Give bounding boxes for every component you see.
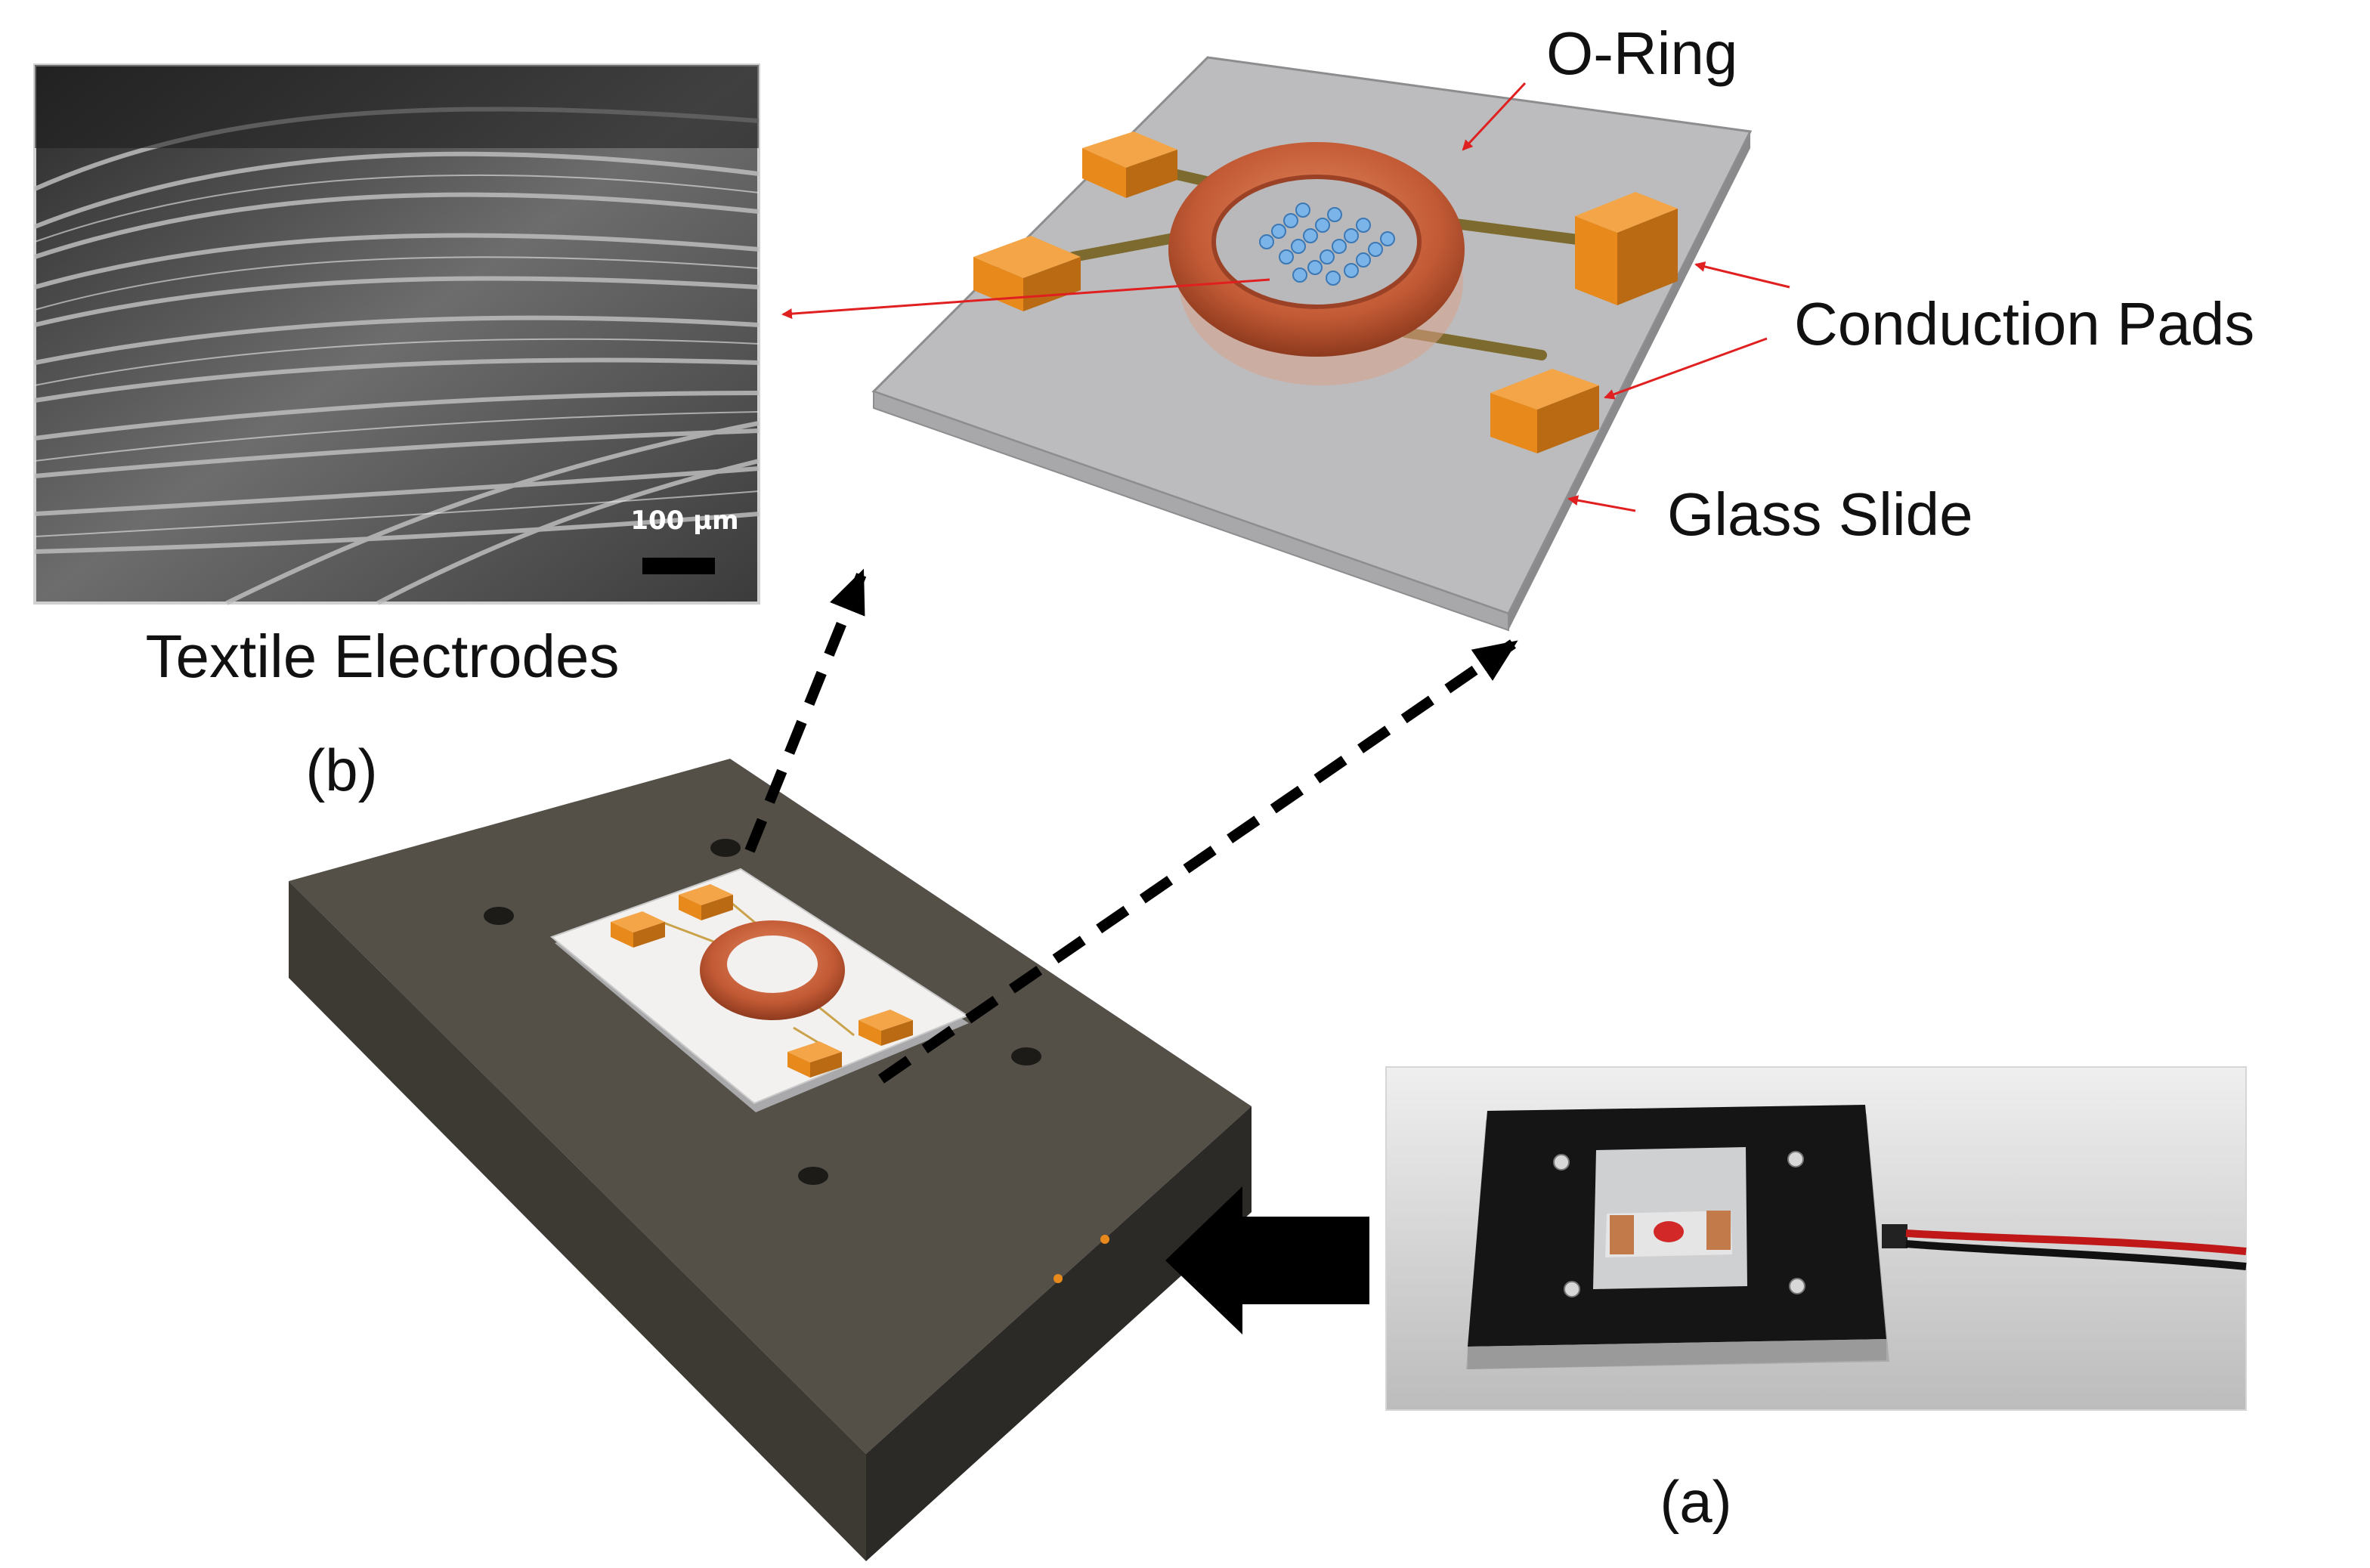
pad-top-left-back — [1082, 131, 1177, 198]
photo-screws — [1553, 1151, 1805, 1297]
textile-electrodes-label: Textile Electrodes — [146, 623, 620, 690]
glass-slide-label: Glass Slide — [1667, 481, 1973, 548]
panel-a-label: (a) — [1660, 1468, 1731, 1535]
red-arrows — [781, 82, 1790, 512]
fiber-strands — [33, 107, 760, 605]
big-arrow — [1165, 1186, 1369, 1335]
inset-o-ring — [700, 920, 845, 1020]
conduction-pads-exploded — [973, 131, 1678, 453]
side-connectors — [1054, 1235, 1109, 1283]
pad-right-back — [1575, 192, 1678, 305]
device-photo — [1385, 1066, 2247, 1411]
o-ring-exploded — [1168, 142, 1465, 385]
scale-bar — [642, 558, 715, 574]
inset-pads — [611, 884, 913, 1078]
sem-image: 100 µm — [33, 63, 760, 605]
cells — [1259, 203, 1395, 286]
dashed-arrows — [744, 568, 1518, 1084]
base-holder — [289, 759, 1252, 1561]
inset-slide — [550, 868, 970, 1112]
o-ring-label: O-Ring — [1546, 20, 1737, 87]
scale-bar-label: 100 µm — [630, 506, 738, 536]
panel-b-label: (b) — [305, 737, 377, 803]
screw-holes — [484, 839, 1041, 1185]
conduction-pads-label: Conduction Pads — [1794, 290, 2254, 357]
pad-right-front — [1490, 369, 1599, 453]
